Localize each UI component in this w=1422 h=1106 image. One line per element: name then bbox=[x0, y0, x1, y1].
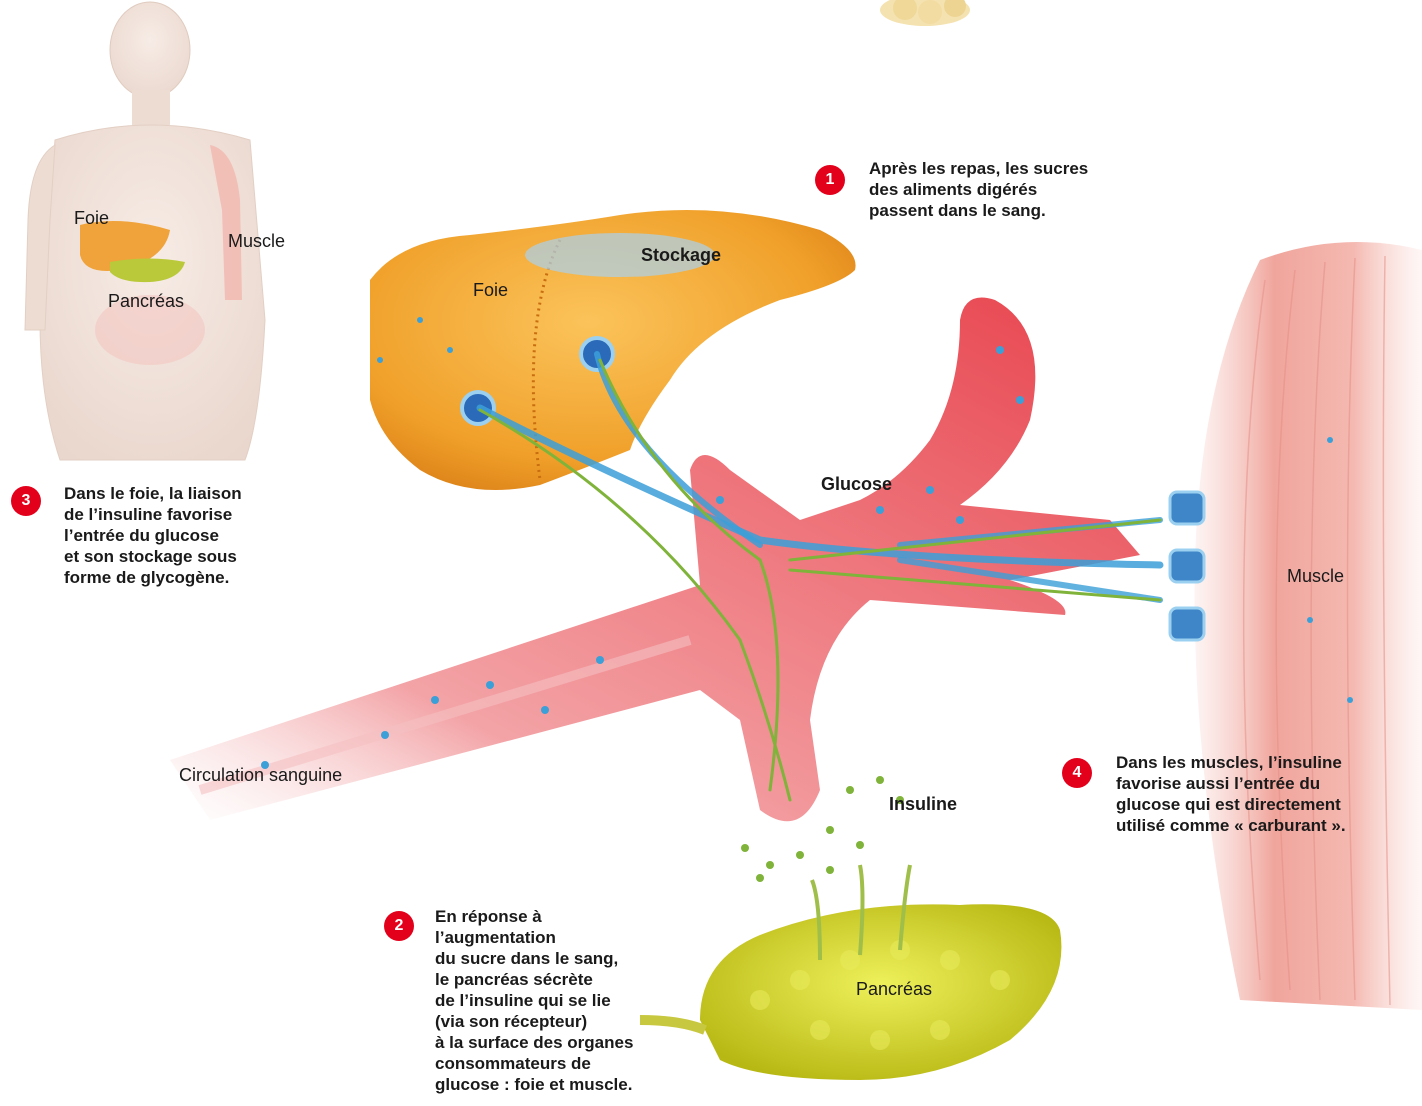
food-icon bbox=[880, 0, 970, 26]
step-1-text: Après les repas, les sucres des aliments… bbox=[869, 158, 1088, 221]
step-2-text: En réponse à l’augmentation du sucre dan… bbox=[435, 906, 633, 1095]
label-insulin: Insuline bbox=[889, 794, 957, 815]
pancreas-illustration bbox=[640, 865, 1061, 1080]
muscle-receptor-icon bbox=[1170, 492, 1204, 640]
body-label-muscle: Muscle bbox=[228, 231, 285, 252]
step-3-badge: 3 bbox=[11, 486, 41, 516]
muscle-illustration bbox=[1195, 242, 1422, 1010]
step-2-badge: 2 bbox=[384, 911, 414, 941]
body-label-liver: Foie bbox=[74, 208, 109, 229]
label-storage: Stockage bbox=[641, 245, 721, 266]
label-glucose: Glucose bbox=[821, 474, 892, 495]
label-pancreas: Pancréas bbox=[856, 979, 932, 1000]
body-label-pancreas: Pancréas bbox=[108, 291, 184, 312]
label-muscle: Muscle bbox=[1287, 566, 1344, 587]
label-liver: Foie bbox=[473, 280, 508, 301]
label-blood-circulation: Circulation sanguine bbox=[179, 765, 342, 786]
step-4-text: Dans les muscles, l’insuline favorise au… bbox=[1116, 752, 1346, 836]
step-1-badge: 1 bbox=[815, 165, 845, 195]
step-4-badge: 4 bbox=[1062, 758, 1092, 788]
step-3-text: Dans le foie, la liaison de l’insuline f… bbox=[64, 483, 242, 588]
